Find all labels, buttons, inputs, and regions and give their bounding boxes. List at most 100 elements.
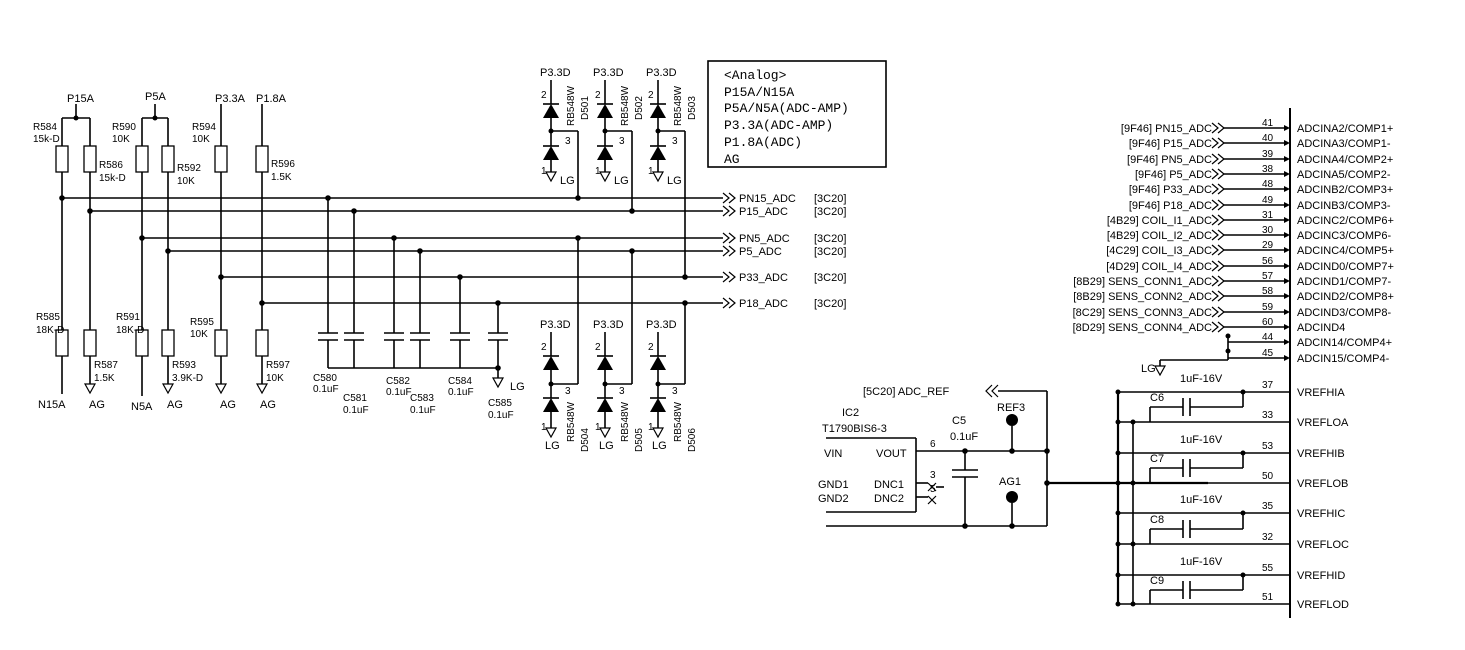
note-line-2: P15A/N15A — [724, 85, 794, 100]
adc-pin-number: 31 — [1262, 210, 1274, 221]
svg-text:3: 3 — [672, 386, 678, 397]
svg-text:2: 2 — [541, 90, 547, 101]
vref-pin-function: VREFLOD — [1297, 599, 1349, 611]
vref-pin-function: VREFHIA — [1297, 387, 1345, 399]
signal-ref-1: [3C20] — [814, 193, 846, 205]
d501-ref: D501 — [580, 96, 591, 120]
diodes-bottom: P3.3D 2 3 1 LG RB548W D504 P3.3D — [540, 235, 698, 452]
adc-signal-label: [8B29] SENS_CONN2_ADC — [1073, 291, 1212, 303]
rail-label-p5a: P5A — [145, 91, 166, 103]
adc-signal-label: [9F46] P15_ADC — [1129, 138, 1212, 150]
vref-pin-number: 33 — [1262, 410, 1274, 421]
r584-value: 15k-D — [33, 134, 60, 145]
signal-lines: PN15_ADC P15_ADC PN5_ADC P5_ADC P33_ADC … — [62, 192, 846, 310]
r596-value: 1.5K — [271, 172, 292, 183]
signal-p33-adc: P33_ADC — [739, 272, 788, 284]
diode-d506: P3.3D 2 3 1 LG RB548W D506 — [646, 300, 698, 452]
r586-ref: R586 — [99, 160, 123, 171]
vref-pin-function: VREFLOA — [1297, 417, 1349, 429]
resistor-r592 — [161, 145, 175, 173]
signal-p18-adc: P18_ADC — [739, 298, 788, 310]
d501-rail: P3.3D — [540, 67, 571, 79]
c583-ref: C583 — [410, 393, 434, 404]
adc-signal-label: [9F46] PN15_ADC — [1121, 123, 1212, 135]
adc-pin-function: ADCINC2/COMP6+ — [1297, 215, 1394, 227]
vref-section: 37VREFHIA33VREFLOA53VREFHIB50VREFLOB35VR… — [818, 373, 1349, 611]
resistor-r597 — [255, 329, 269, 357]
d506-ref: D506 — [687, 428, 698, 452]
signal-ref-4: [3C20] — [814, 246, 846, 258]
r592-value: 10K — [177, 176, 195, 187]
ic2-pin5: 5 — [930, 484, 936, 495]
r594-ref: R594 — [192, 122, 216, 133]
rail-label-n5a: N5A — [131, 401, 153, 413]
vref-pin-number: 32 — [1262, 532, 1274, 543]
resistor-r587 — [83, 329, 97, 357]
r595-value: 10K — [190, 329, 208, 340]
diode-d503: P3.3D 2 3 1 LG RB548W D503 — [646, 67, 698, 280]
r585-ref: R585 — [36, 312, 60, 323]
adc-ref-label: [5C20] ADC_REF — [863, 386, 949, 398]
r585-value: 18K-D — [36, 325, 64, 336]
resistor-r594 — [214, 145, 228, 173]
adc-pin-function: ADCIND0/COMP7+ — [1297, 261, 1394, 273]
vref-cap-ref: C7 — [1150, 453, 1164, 465]
d502-ref: D502 — [634, 96, 645, 120]
rail-label-p33a: P3.3A — [215, 93, 246, 105]
ic2-ref: IC2 — [842, 407, 859, 419]
signal-ref-3: [3C20] — [814, 233, 846, 245]
d505-rail: P3.3D — [593, 319, 624, 331]
svg-text:2: 2 — [595, 90, 601, 101]
r590-ref: R590 — [112, 122, 136, 133]
capacitor-c581 — [344, 332, 364, 341]
signal-ref-2: [3C20] — [814, 206, 846, 218]
adc-pin-number: 38 — [1262, 164, 1274, 175]
c580-value: 0.1uF — [313, 384, 339, 395]
note-line-5: P1.8A(ADC) — [724, 135, 802, 150]
testpoint-ref3 — [1006, 414, 1018, 426]
diode-d505: P3.3D 2 3 1 LG RB548W D505 — [593, 248, 645, 452]
adc-pin-function: ADCINA2/COMP1+ — [1297, 123, 1393, 135]
adc-signal-label: [9F46] P5_ADC — [1135, 169, 1212, 181]
capacitor-c580 — [318, 332, 338, 341]
c585-value: 0.1uF — [488, 410, 514, 421]
adc-pin-number: 29 — [1262, 240, 1274, 251]
d506-part: RB548W — [673, 401, 684, 442]
ic2-pin3: 3 — [930, 470, 936, 481]
vref-cap-value: 1uF-16V — [1180, 373, 1223, 385]
adc-pin-function: ADCIND1/COMP7- — [1297, 276, 1391, 288]
signal-pn15-adc: PN15_ADC — [739, 193, 796, 205]
svg-text:1: 1 — [648, 422, 654, 433]
c584-ref: C584 — [448, 376, 472, 387]
ic2-reference: IC2 T1790BIS6-3 VIN VOUT GND1 GND2 DNC1 … — [818, 407, 1047, 513]
d506-rail: P3.3D — [646, 319, 677, 331]
filter-capacitors: LG C580 0.1uF C581 0.1uF C582 0.1uF C583… — [313, 195, 525, 421]
adc-pin-number: 56 — [1262, 256, 1274, 267]
capacitor-c582 — [384, 332, 404, 341]
d504-rail: P3.3D — [540, 319, 571, 331]
d502-part: RB548W — [620, 85, 631, 126]
svg-text:1: 1 — [595, 422, 601, 433]
adc-pin-function: ADCINB2/COMP3+ — [1297, 184, 1393, 196]
rail-label-p18a: P1.8A — [256, 93, 287, 105]
resistor-r593 — [161, 329, 175, 357]
svg-text:2: 2 — [648, 342, 654, 353]
r595-ref: R595 — [190, 317, 214, 328]
testpoint-ag1 — [1006, 491, 1018, 503]
adc-pin-number: 58 — [1262, 286, 1274, 297]
r593-ref: R593 — [172, 360, 196, 371]
ic2-pin6: 6 — [930, 439, 936, 450]
resistor-r586 — [83, 145, 97, 173]
adc-pin-number: 44 — [1262, 332, 1274, 343]
